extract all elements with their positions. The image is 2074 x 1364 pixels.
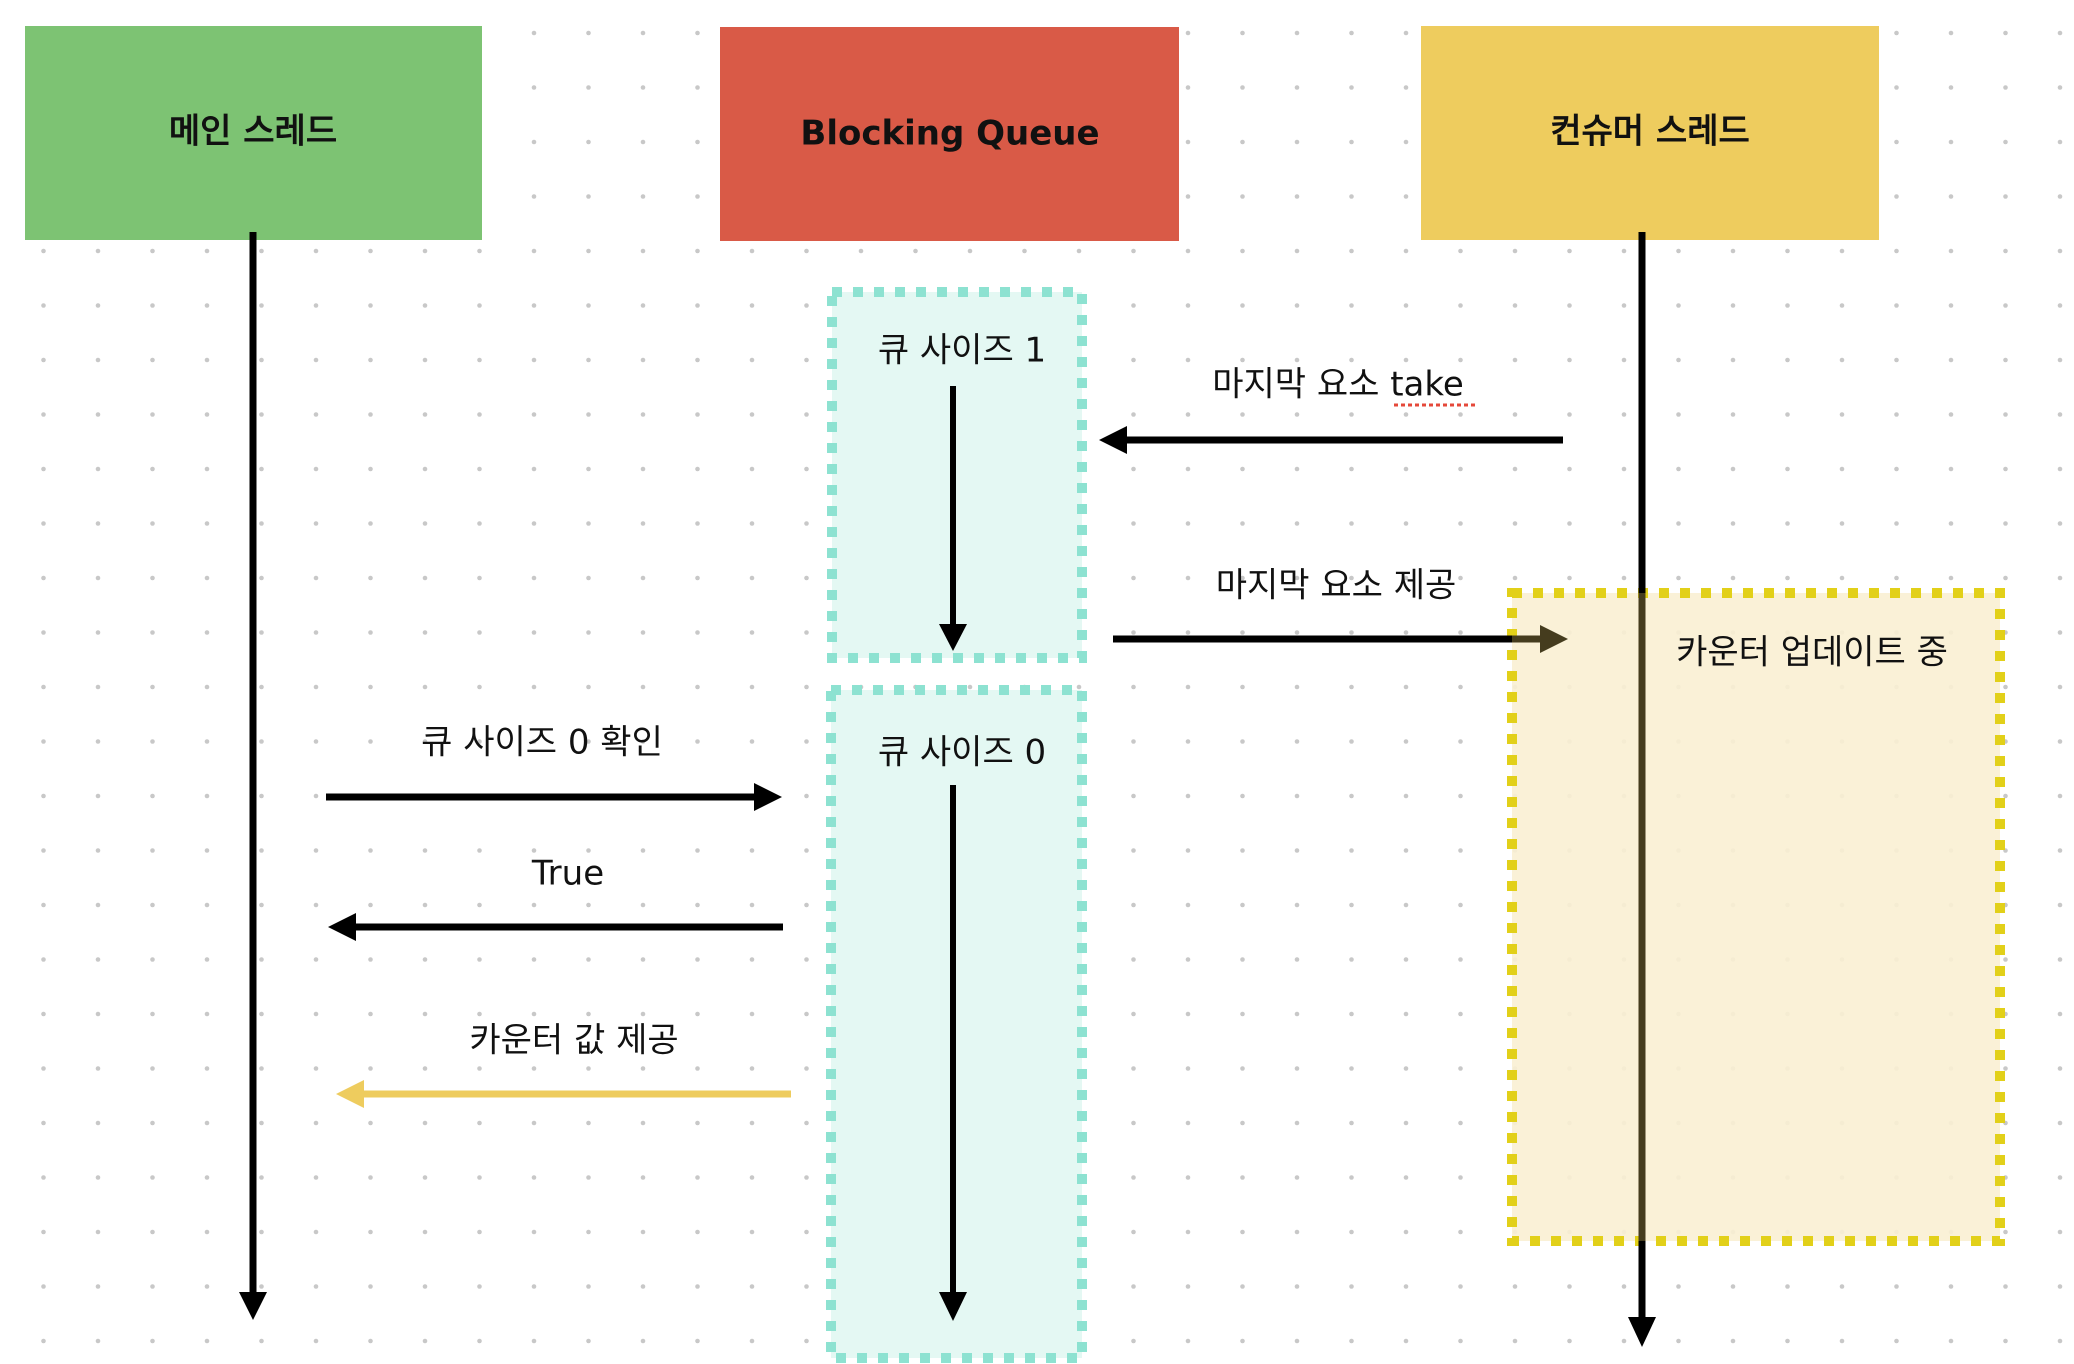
activity-label: 카운터 업데이트 중 xyxy=(1676,633,1948,673)
message-check-queue-size[interactable]: 큐 사이즈 0 확인 xyxy=(326,723,782,812)
queue-state-box[interactable] xyxy=(826,685,1087,1363)
lifeline-main-thread xyxy=(239,232,267,1320)
lane-header-blocking-queue[interactable] xyxy=(720,27,1179,241)
message-provide-counter-value[interactable]: 카운터 값 제공 xyxy=(336,1021,791,1109)
arrowhead-right-icon xyxy=(1540,625,1568,653)
message-label: 큐 사이즈 0 확인 xyxy=(421,723,663,763)
queue-state-label: 큐 사이즈 1 xyxy=(878,331,1046,371)
message-take-last-element[interactable]: 마지막 요소 take xyxy=(1099,365,1563,455)
arrowhead-left-icon xyxy=(328,913,356,941)
arrowhead-left-icon xyxy=(1099,426,1127,454)
queue-state-size-1[interactable]: 큐 사이즈 1 xyxy=(827,287,1087,663)
message-label: True xyxy=(531,854,604,894)
lifeline-consumer-thread xyxy=(1628,232,1656,1347)
lane-title-main-thread: 메인 스레드 xyxy=(169,112,337,152)
activity-counter-updating[interactable]: 카운터 업데이트 중 xyxy=(1507,588,2005,1246)
message-label: 마지막 요소 take xyxy=(1212,365,1464,405)
arrowhead-down-icon xyxy=(939,1292,967,1321)
lane-main-thread[interactable]: 메인 스레드 xyxy=(25,26,482,240)
message-true-response[interactable]: True xyxy=(328,854,783,942)
arrowhead-down-icon xyxy=(239,1292,267,1320)
arrowhead-down-icon xyxy=(939,624,967,651)
message-label: 마지막 요소 제공 xyxy=(1216,566,1457,606)
queue-state-label: 큐 사이즈 0 xyxy=(878,733,1046,773)
activity-box[interactable] xyxy=(1507,588,2005,1246)
lane-blocking-queue[interactable]: Blocking Queue xyxy=(720,27,1179,241)
lane-header-main-thread[interactable] xyxy=(25,26,482,240)
lane-consumer-thread[interactable]: 컨슈머 스레드 xyxy=(1421,26,1879,240)
lane-title-blocking-queue: Blocking Queue xyxy=(800,114,1099,154)
lane-title-consumer-thread: 컨슈머 스레드 xyxy=(1550,112,1750,152)
queue-state-size-0[interactable]: 큐 사이즈 0 xyxy=(826,685,1087,1363)
lane-header-consumer-thread[interactable] xyxy=(1421,26,1879,240)
message-label: 카운터 값 제공 xyxy=(469,1021,678,1061)
arrowhead-down-icon xyxy=(1628,1317,1656,1347)
queue-state-box[interactable] xyxy=(827,287,1087,663)
arrowhead-right-icon xyxy=(754,783,782,811)
message-provide-last-element[interactable]: 마지막 요소 제공 xyxy=(1113,566,1568,654)
arrowhead-left-icon xyxy=(336,1080,364,1108)
